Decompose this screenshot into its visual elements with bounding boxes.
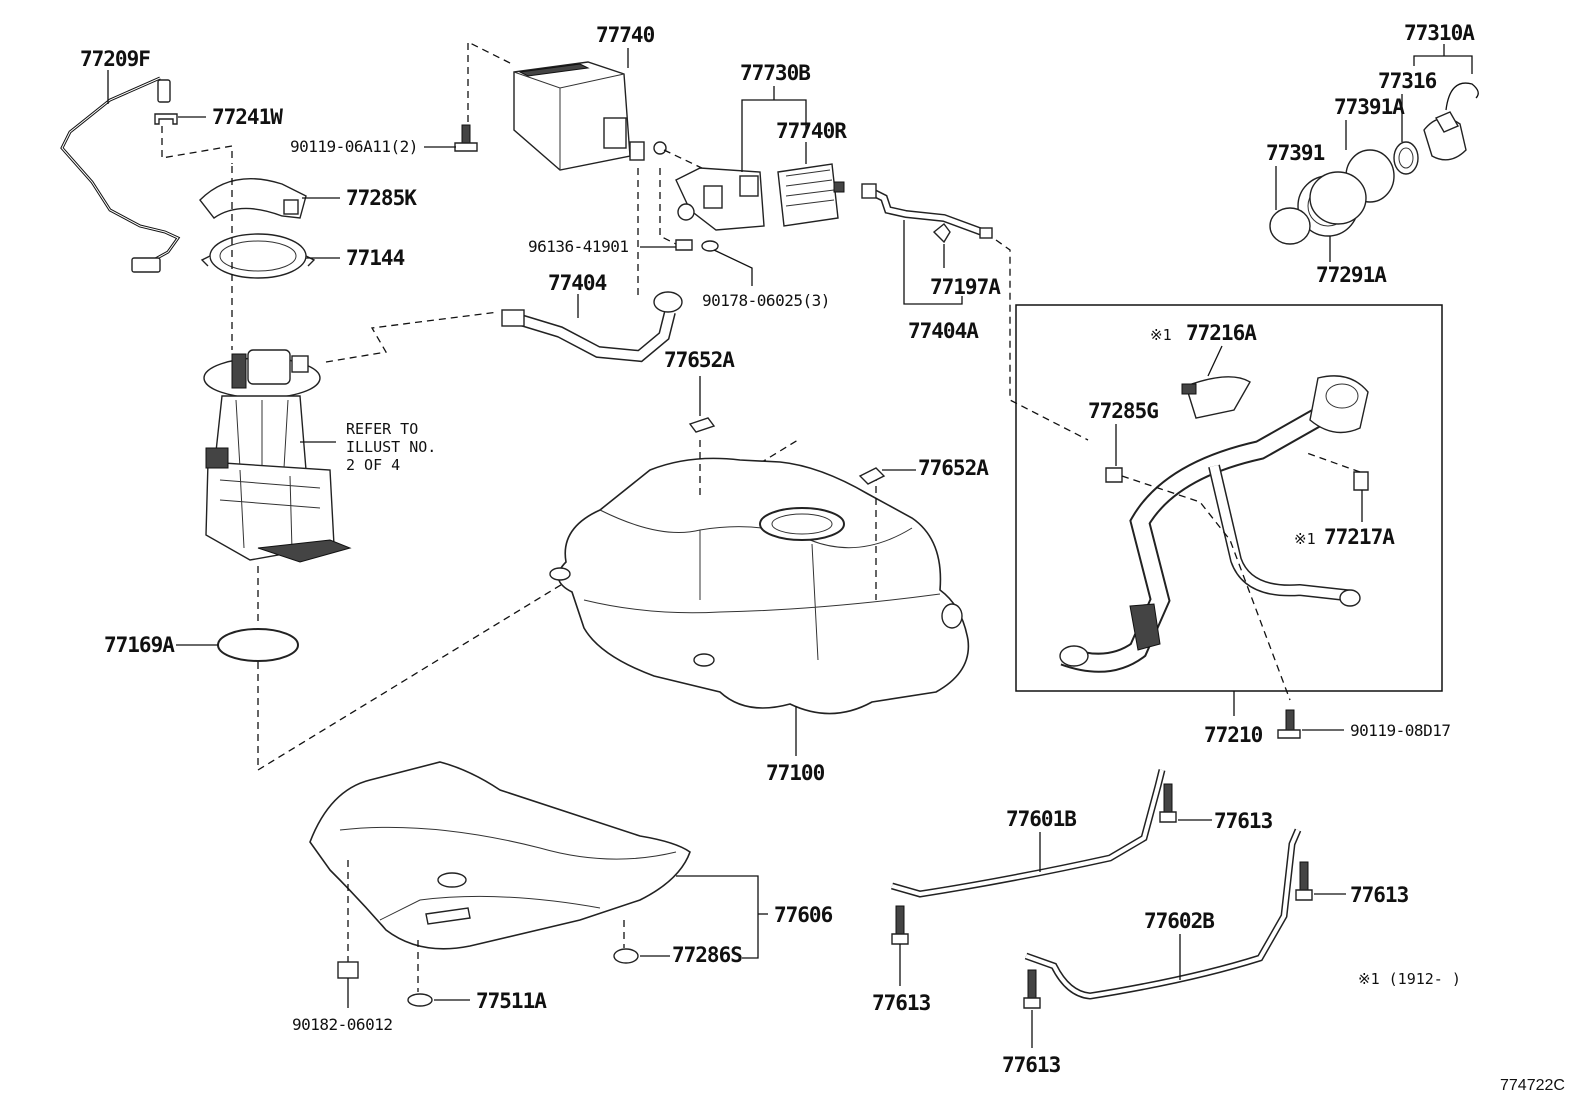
label-77169A: 77169A — [104, 633, 175, 657]
label-77391A: 77391A — [1334, 95, 1405, 119]
cap-ring-77291A — [1297, 171, 1367, 237]
label-90178-06025: 90178-06025(3) — [702, 291, 830, 310]
gasket-77169A — [217, 628, 299, 662]
bolt-77613-a — [1159, 783, 1177, 823]
clip-77285G — [1105, 467, 1123, 483]
valve-77730B — [675, 167, 765, 231]
filter-77740R — [777, 163, 845, 227]
canister-77740 — [513, 61, 667, 171]
label-77606: 77606 — [774, 903, 833, 927]
nut-90182-06012 — [337, 961, 359, 979]
clip-77197A — [932, 223, 951, 244]
label-77291A: 77291A — [1316, 263, 1387, 287]
label-77391: 77391 — [1266, 141, 1325, 165]
refer-note-line-1: REFER TO — [346, 420, 418, 438]
clip-77286S — [613, 948, 639, 964]
label-77613-d: 77613 — [1002, 1053, 1061, 1077]
label-77217A: 77217A — [1324, 525, 1395, 549]
label-77210: 77210 — [1204, 723, 1263, 747]
filler-pipe-box — [1015, 304, 1443, 692]
label-77404A: 77404A — [908, 319, 979, 343]
label-77613-b: 77613 — [1350, 883, 1409, 907]
label-77613-a: 77613 — [1214, 809, 1273, 833]
label-77316: 77316 — [1378, 69, 1437, 93]
label-77100: 77100 — [766, 761, 825, 785]
label-77285K: 77285K — [346, 186, 417, 210]
label-77613-c: 77613 — [872, 991, 931, 1015]
clip-77511A — [407, 993, 433, 1007]
label-77285G: 77285G — [1088, 399, 1158, 423]
diagram-id: 774722C — [1500, 1077, 1565, 1094]
refer-note-line-3: 2 OF 4 — [346, 456, 400, 474]
label-77404: 77404 — [548, 271, 607, 295]
clip-77217A — [1353, 471, 1369, 491]
label-77286S: 77286S — [672, 943, 742, 967]
ring-77144 — [200, 233, 316, 279]
label-77144: 77144 — [346, 246, 405, 270]
footnote: ※1 (1912- ) — [1358, 970, 1461, 988]
label-77652A-pad-right — [858, 467, 886, 485]
label-96136-41901: 96136-41901 — [528, 237, 628, 256]
label-77730B: 77730B — [740, 61, 810, 85]
clip-96136-41901 — [675, 239, 693, 251]
bolt-90119-08D17 — [1277, 709, 1301, 739]
protector-77606 — [309, 761, 691, 950]
label-77740: 77740 — [596, 23, 655, 47]
label-90119-08D17: 90119-08D17 — [1350, 721, 1450, 740]
bolt-77613-d — [1023, 969, 1041, 1009]
gasket-77391 — [1269, 207, 1311, 245]
label-90182-06012: 90182-06012 — [292, 1015, 392, 1034]
marker-77216A: ※1 — [1150, 326, 1172, 344]
label-77209F: 77209F — [80, 47, 150, 71]
hose-77404A — [861, 183, 993, 239]
label-90119-06A11: 90119-06A11(2) — [290, 137, 418, 156]
label-77601B: 77601B — [1006, 807, 1076, 831]
clip-77216A — [1181, 376, 1251, 419]
strap-77602B — [1024, 828, 1302, 1000]
bolt-77613-b — [1295, 861, 1313, 901]
label-77511A: 77511A — [476, 989, 547, 1013]
label-77602B: 77602B — [1144, 909, 1214, 933]
label-77652A-pad-top — [688, 417, 716, 433]
label-77241W: 77241W — [212, 105, 283, 129]
label-77197A: 77197A — [930, 275, 1001, 299]
label-77310A: 77310A — [1404, 21, 1475, 45]
filler-pipe-77210 — [1059, 375, 1369, 673]
strap-77601B — [891, 769, 1166, 898]
label-77652A-right: 77652A — [918, 456, 989, 480]
marker-77217A: ※1 — [1294, 530, 1316, 548]
fuel-tank-77100 — [549, 457, 970, 715]
vapor-tube-77209F — [60, 76, 181, 273]
bolt-77613-c — [891, 905, 909, 945]
hose-77404 — [501, 291, 683, 363]
fuel-cap-77310A — [1423, 82, 1479, 161]
label-77216A: 77216A — [1186, 321, 1257, 345]
grommet-90178-06025 — [701, 240, 719, 252]
label-77740R: 77740R — [776, 119, 847, 143]
refer-note-line-2: ILLUST NO. — [346, 438, 436, 456]
gasket-77316 — [1393, 141, 1419, 175]
fuel-pump-module — [203, 349, 352, 563]
label-77652A-top: 77652A — [664, 348, 735, 372]
clip-77241W — [154, 113, 178, 125]
retainer-77285K — [199, 178, 307, 219]
bolt-90119-06A11 — [454, 124, 478, 152]
